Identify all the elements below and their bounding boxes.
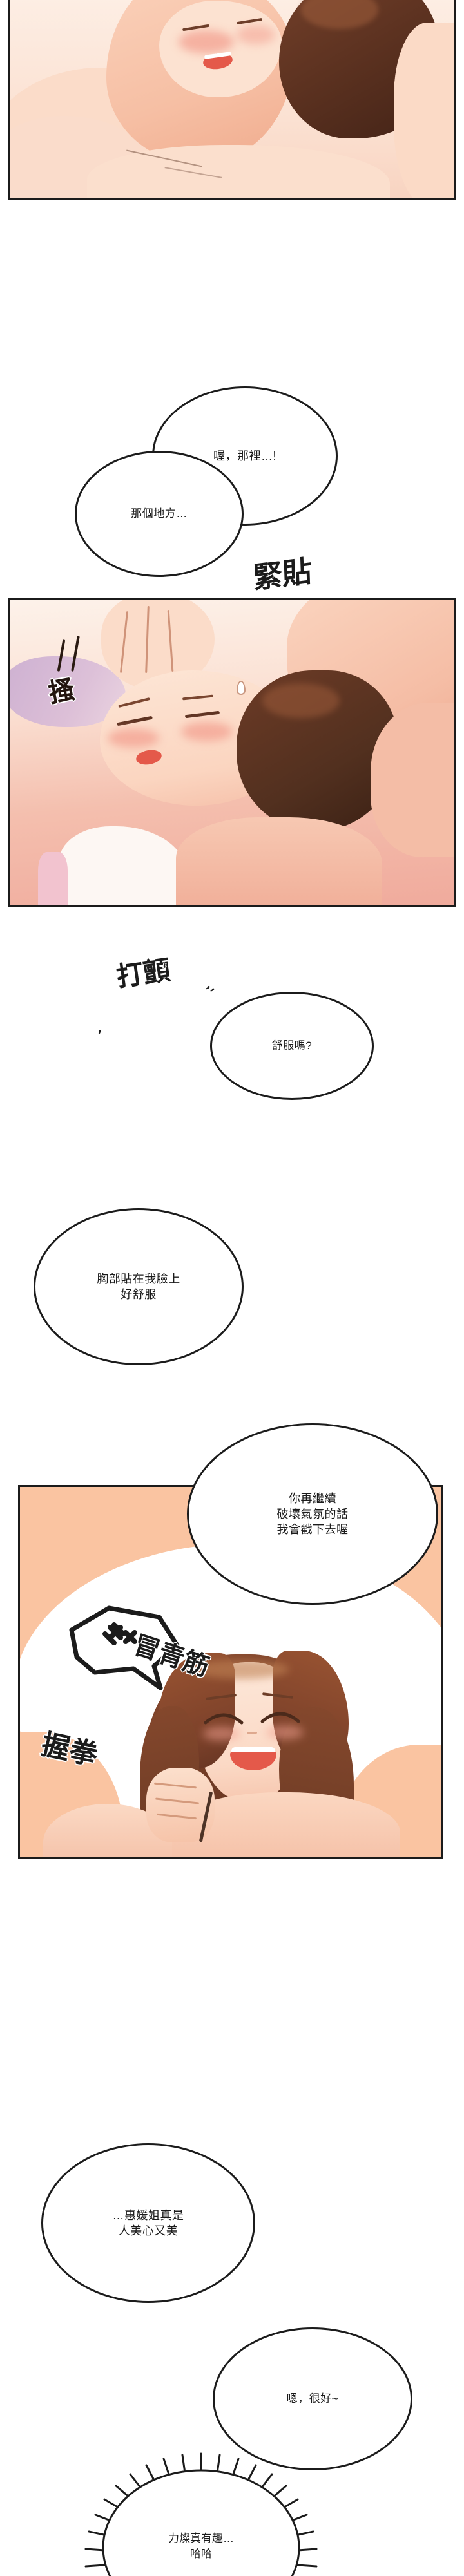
panel2-blush-right bbox=[181, 722, 233, 741]
speech-bubble-that-place[interactable]: 那個地方… bbox=[75, 451, 244, 577]
panel1-cheek-blush-2 bbox=[237, 25, 275, 44]
panel3-nose bbox=[247, 1732, 257, 1734]
trembling-accent-mark-2: ’’ bbox=[200, 982, 217, 1003]
panel-embrace: 搔 bbox=[8, 598, 456, 907]
sfx-clenched-fist: 握拳 bbox=[39, 1727, 101, 1772]
panel3-eye-right bbox=[260, 1712, 300, 1723]
panel3-hair-shine bbox=[193, 1660, 289, 1679]
speech-bubble-oh-there-text: 喔，那裡…! bbox=[213, 449, 276, 462]
sfx-scratch-text: 搔 bbox=[46, 674, 77, 709]
speech-bubble-mm-very-good-text: 嗯，很好~ bbox=[286, 2392, 339, 2405]
sfx-clenched-fist-text: 握拳 bbox=[38, 1728, 101, 1772]
panel2-hair-highlight bbox=[262, 683, 340, 718]
spiky-bubble-rays bbox=[84, 2452, 318, 2576]
sfx-scratch: 搔 bbox=[46, 670, 77, 709]
panel2-garment-pink-strap bbox=[38, 852, 68, 905]
sfx-veins-popping: 冒青筋 bbox=[130, 1629, 213, 1682]
panel3-blush-left bbox=[203, 1727, 240, 1741]
speech-bubble-keep-ruining-mood-text: 你再繼續 破壞氣氛的話 我會戳下去喔 bbox=[276, 1492, 349, 1537]
panel2-right-body bbox=[371, 703, 454, 857]
panel-smiling-woman: 冒青筋 握拳 bbox=[18, 1485, 443, 1859]
speech-bubble-li-can-is-fun[interactable]: 力燦真有趣… 哈哈 bbox=[79, 2450, 324, 2576]
sfx-tightly-pressed: 緊貼 bbox=[253, 551, 313, 595]
panel1-right-body bbox=[394, 23, 454, 198]
thought-bubble-chest-on-my-face[interactable]: 胸部貼在我臉上 好舒服 bbox=[34, 1208, 244, 1365]
speech-bubble-that-place-text: 那個地方… bbox=[131, 507, 188, 520]
thought-bubble-sister-hui-yuan-text: …惠媛姐真是 人美心又美 bbox=[112, 2208, 184, 2237]
anger-vein-balloon bbox=[69, 1605, 180, 1690]
panel1-cheek-blush bbox=[179, 30, 234, 53]
panel2-lower-body bbox=[176, 817, 382, 905]
panel-top-closeup bbox=[8, 0, 456, 200]
sfx-trembling: 打顫 bbox=[114, 952, 172, 992]
speech-bubble-li-can-is-fun-text: 力燦真有趣… 哈哈 bbox=[168, 2532, 234, 2560]
panel3-eye-left bbox=[204, 1713, 244, 1725]
trembling-accent-mark-3: ‚ bbox=[95, 1019, 103, 1036]
speech-bubble-keep-ruining-mood[interactable]: 你再繼續 破壞氣氛的話 我會戳下去喔 bbox=[187, 1423, 438, 1605]
spiky-bubble-inner: 力燦真有趣… 哈哈 bbox=[89, 2460, 313, 2576]
speech-bubble-does-it-feel-good[interactable]: 舒服嗎? bbox=[210, 992, 374, 1100]
sfx-tightly-pressed-text: 緊貼 bbox=[252, 553, 313, 596]
speech-bubble-does-it-feel-good-text: 舒服嗎? bbox=[271, 1039, 313, 1052]
panel3-mouth-teeth bbox=[231, 1747, 275, 1752]
trembling-accent-mark-1: ‘ bbox=[160, 960, 172, 978]
thought-bubble-chest-on-my-face-text: 胸部貼在我臉上 好舒服 bbox=[97, 1272, 180, 1301]
panel3-blush-right bbox=[266, 1725, 304, 1739]
panel2-sweat-drop bbox=[237, 681, 246, 695]
thought-bubble-sister-hui-yuan[interactable]: …惠媛姐真是 人美心又美 bbox=[41, 2143, 255, 2303]
panel2-blush-left bbox=[108, 728, 159, 748]
speech-bubble-mm-very-good[interactable]: 嗯，很好~ bbox=[213, 2327, 412, 2470]
